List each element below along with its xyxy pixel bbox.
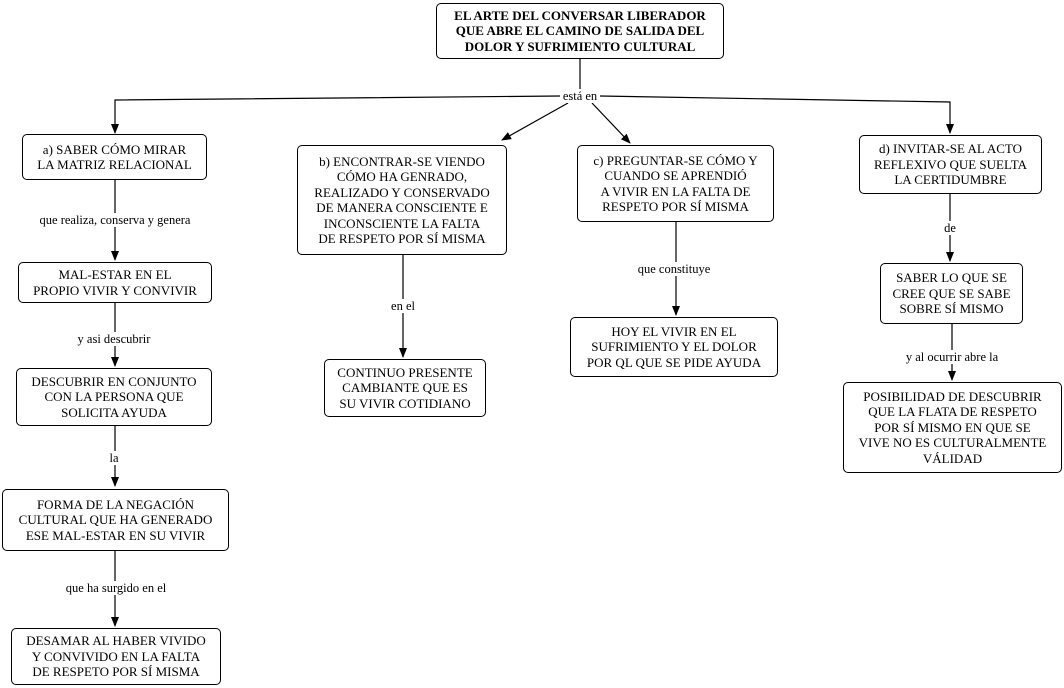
link-label-a3: la: [107, 451, 121, 465]
link-label-b1: en el: [389, 299, 417, 313]
link-label-a1: que realiza, conserva y genera: [37, 213, 193, 227]
concept-a-mal-estar: MAL-ESTAR EN EL PROPIO VIVIR Y CONVIVIR: [18, 262, 212, 303]
concept-b: b) ENCONTRAR-SE VIENDO CÓMO HA GENRADO, …: [297, 145, 507, 255]
concept-a-desamar: DESAMAR AL HABER VIVIDO Y CONVIVIDO EN L…: [11, 628, 221, 685]
link-label-d1: de: [942, 221, 958, 235]
concept-c-hoy-el-vivir: HOY EL VIVIR EN EL SUFRIMIENTO Y EL DOLO…: [570, 317, 778, 377]
link-label-a2: y asi descubrir: [75, 332, 153, 346]
link-label-c1: que constituye: [635, 262, 713, 276]
concept-a-forma-negacion: FORMA DE LA NEGACIÓN CULTURAL QUE HA GEN…: [2, 489, 229, 551]
root-concept: EL ARTE DEL CONVERSAR LIBERADOR QUE ABRE…: [436, 3, 724, 59]
concept-a-descubrir: DESCUBRIR EN CONJUNTO CON LA PERSONA QUE…: [16, 368, 212, 426]
concept-d-saber-lo-que: SABER LO QUE SE CREE QUE SE SABE SOBRE S…: [880, 263, 1023, 324]
edge-hub-d: [599, 95, 954, 134]
edge-hub-c: [591, 102, 631, 144]
concept-a: a) SABER CÓMO MIRAR LA MATRIZ RELACIONAL: [22, 134, 207, 180]
concept-d: d) INVITAR-SE AL ACTO REFLEXIVO QUE SUEL…: [859, 135, 1042, 194]
concept-d-posibilidad: POSIBILIDAD DE DESCUBRIR QUE LA FLATA DE…: [843, 382, 1062, 473]
link-label-esta-en: está en: [560, 89, 600, 103]
concept-b-continuo-presente: CONTINUO PRESENTE CAMBIANTE QUE ES SU VI…: [324, 359, 486, 417]
edge-hub-b: [501, 102, 569, 141]
link-label-d2: y al ocurrir abre la: [903, 350, 1001, 364]
concept-c: c) PREGUNTAR-SE CÓMO Y CUANDO SE APRENDI…: [577, 145, 774, 222]
edge-hub-a: [111, 95, 561, 134]
link-label-a4: que ha surgido en el: [63, 581, 169, 595]
